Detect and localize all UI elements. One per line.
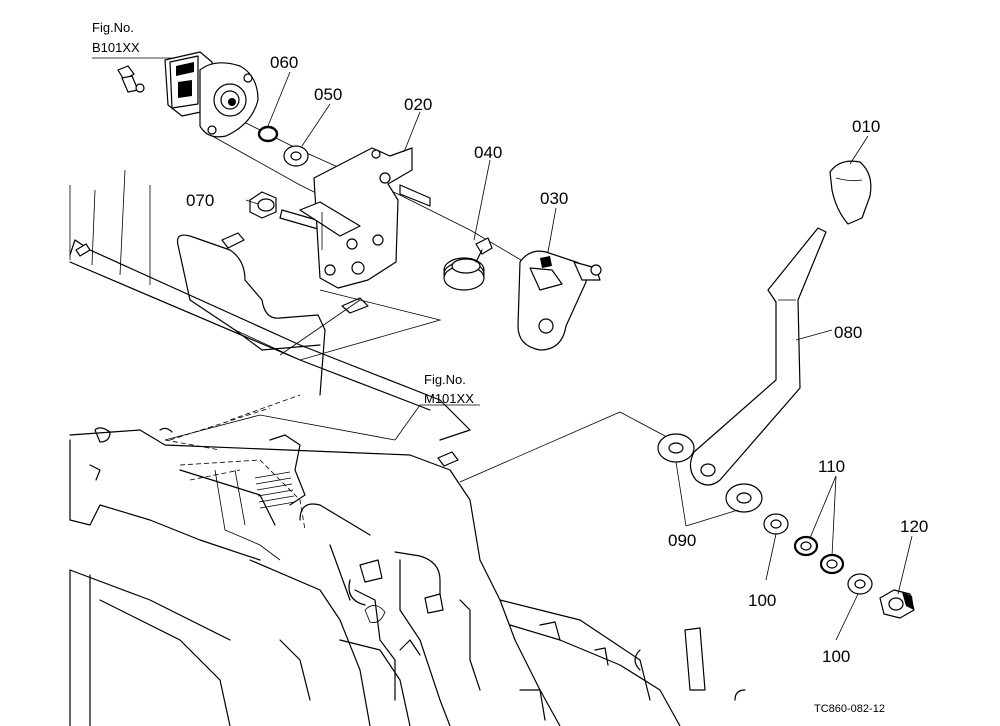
snap-ring-060 (257, 125, 279, 143)
fig-ref-number: M101XX (424, 391, 474, 406)
frame-chassis (69, 169, 746, 726)
callout-100: 100 (822, 647, 850, 666)
callout-080: 080 (834, 323, 862, 342)
spring-040 (443, 237, 493, 291)
washer-050 (283, 145, 309, 167)
callout-020: 020 (404, 95, 432, 114)
switch-assembly (117, 51, 259, 138)
pedal-arm-080 (689, 227, 827, 486)
washer-110 (793, 535, 845, 575)
callout-120: 120 (900, 517, 928, 536)
callout-leaders (245, 71, 913, 641)
callout-040: 040 (474, 143, 502, 162)
washer-100 (763, 513, 873, 595)
callout-030: 030 (540, 189, 568, 208)
callout-090: 090 (668, 531, 696, 550)
callout-labels: 010 020 030 040 050 060 070 080 090 100 … (186, 53, 928, 666)
drawing-code: TC860-082-12 (814, 703, 885, 715)
fig-ref-b101xx[interactable]: Fig.No. B101XX (92, 20, 140, 55)
guide-lines (92, 57, 666, 483)
callout-050: 050 (314, 85, 342, 104)
fig-ref-label: Fig.No. (92, 20, 134, 35)
callout-060: 060 (270, 53, 298, 72)
nut-120 (879, 589, 915, 619)
fig-ref-label: Fig.No. (424, 372, 466, 387)
pedal-pad-010 (829, 160, 872, 225)
callout-010: 010 (852, 117, 880, 136)
chassis-spring (254, 471, 296, 509)
washer-090 (657, 433, 763, 513)
fig-ref-m101xx[interactable]: Fig.No. M101XX (424, 372, 474, 406)
cam-arm-030 (517, 250, 602, 351)
callout-070: 070 (186, 191, 214, 210)
stud (75, 232, 459, 467)
callout-100: 100 (748, 591, 776, 610)
fig-ref-number: B101XX (92, 40, 140, 55)
bracket-020 (299, 147, 431, 289)
callout-110: 110 (818, 457, 845, 476)
